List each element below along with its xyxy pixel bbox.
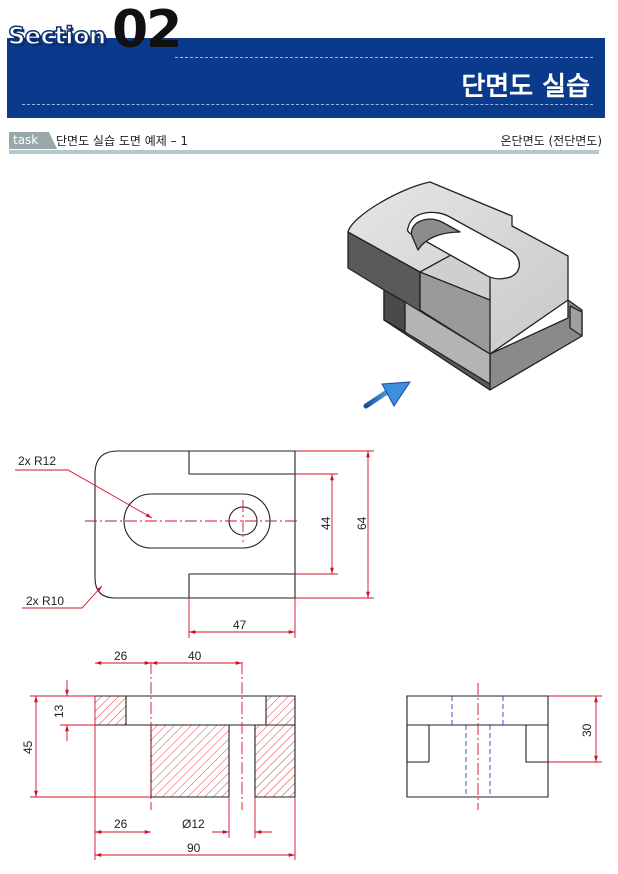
label-40: 40 <box>188 649 202 663</box>
label-r12: 2x R12 <box>18 454 56 468</box>
side-view <box>406 695 549 798</box>
task-tag: task <box>9 132 57 149</box>
label-30: 30 <box>580 723 594 737</box>
header-dash-bottom <box>22 104 593 105</box>
front-view-dimensions <box>30 661 296 860</box>
view-direction-arrow-icon <box>363 381 411 409</box>
label-44: 44 <box>319 516 333 530</box>
label-13: 13 <box>52 704 66 718</box>
side-view-dimensions <box>548 695 602 763</box>
view-type-label: 온단면도 (전단면도) <box>500 134 603 148</box>
section-number: 02 <box>112 0 182 60</box>
label-90: 90 <box>187 841 201 855</box>
label-45: 45 <box>21 740 35 754</box>
top-view-centerlines <box>85 500 300 542</box>
isometric-model <box>347 181 583 391</box>
task-title: 단면도 실습 도면 예제 – 1 <box>56 134 189 148</box>
label-64: 64 <box>355 516 369 530</box>
section-word: Section <box>7 21 106 50</box>
header-dash-top <box>175 57 593 58</box>
label-26-bottom: 26 <box>114 817 128 831</box>
page-title: 단면도 실습 <box>461 72 590 102</box>
top-view <box>94 450 296 599</box>
label-47: 47 <box>233 618 247 632</box>
label-26-top: 26 <box>114 649 128 663</box>
side-view-hidden-lines <box>451 696 504 797</box>
front-section-view <box>95 695 296 798</box>
front-view-centerlines <box>150 662 243 810</box>
task-rule <box>9 150 599 154</box>
top-view-dimensions <box>15 450 374 638</box>
label-diameter-12: Ø12 <box>182 817 205 831</box>
label-r10: 2x R10 <box>26 594 64 608</box>
